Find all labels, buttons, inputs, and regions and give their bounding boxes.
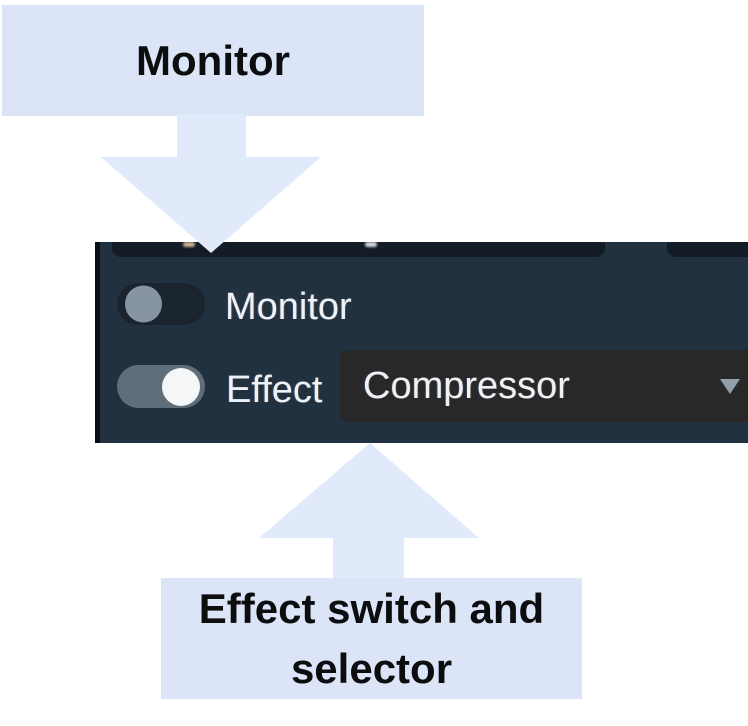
monitor-toggle-knob (125, 285, 162, 323)
callout-effect-switch-selector: Effect switch and selector (161, 578, 582, 699)
audio-settings-panel: Monitor Effect Compressor (95, 242, 748, 443)
effect-label: Effect (226, 369, 323, 411)
effect-toggle-knob (162, 367, 200, 406)
arrow-down-icon (101, 114, 321, 253)
effect-selector-value: Compressor (363, 364, 570, 407)
triangle-down-icon (720, 379, 740, 394)
panel-left-edge (95, 242, 100, 443)
cutoff-control-right (667, 242, 748, 257)
cutoff-glyph-remnant (183, 242, 195, 247)
callout-monitor-label: Monitor (136, 36, 290, 84)
effect-selector-dropdown[interactable]: Compressor (340, 350, 748, 422)
monitor-label: Monitor (225, 286, 352, 328)
monitor-toggle[interactable] (117, 283, 205, 325)
callout-effect-line1: Effect switch and (198, 584, 545, 632)
arrow-up-icon (259, 443, 479, 578)
effect-toggle[interactable] (117, 365, 205, 408)
cutoff-glyph-remnant (365, 242, 377, 247)
callout-effect-line2: selector (290, 644, 453, 692)
cutoff-control-left (112, 242, 605, 257)
callout-monitor: Monitor (2, 5, 424, 116)
